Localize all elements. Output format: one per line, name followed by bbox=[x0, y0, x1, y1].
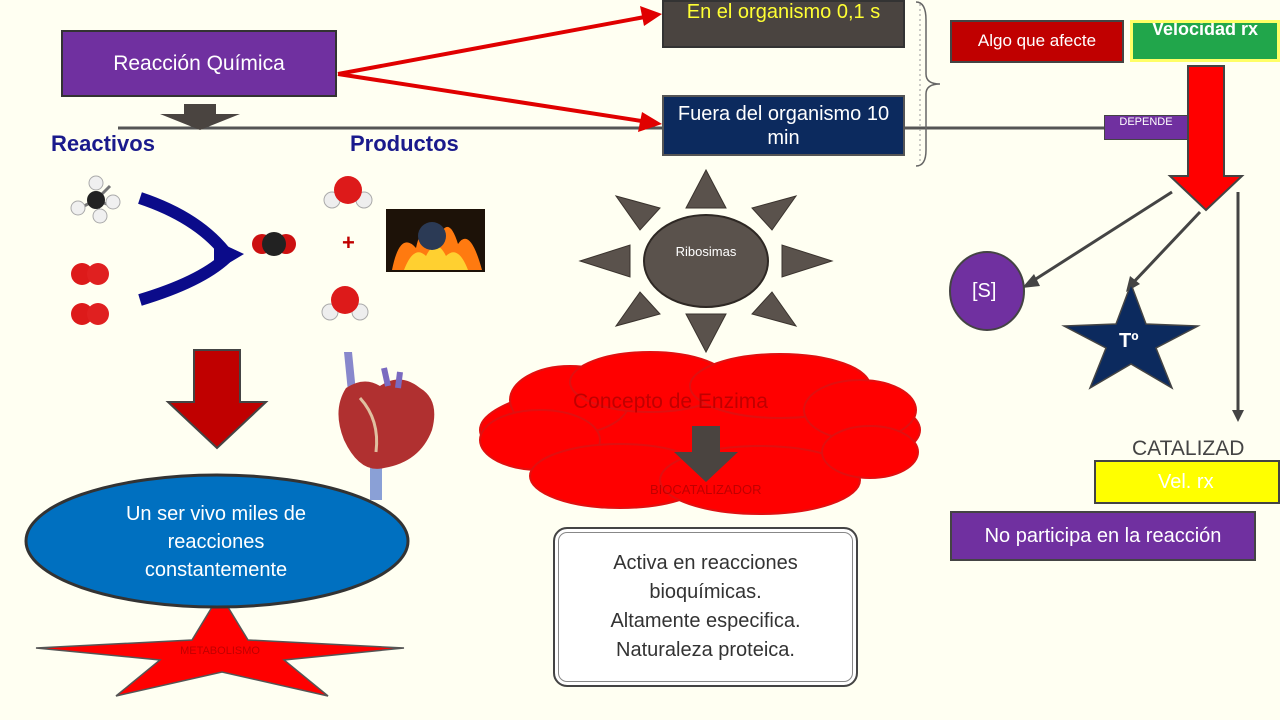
reactivos-label: Reactivos bbox=[51, 131, 155, 156]
propiedad-item: Activa en reacciones bioquímicas. bbox=[613, 552, 798, 603]
arrow-to-fuera bbox=[337, 72, 649, 124]
down-arrow-enzima bbox=[674, 426, 738, 482]
algo-afecte-label: Algo que afecte bbox=[977, 31, 1097, 51]
no-participa-box: No participa en la reacción bbox=[950, 511, 1256, 561]
sustrato-label: [S] bbox=[972, 280, 997, 302]
organismo-dentro-label: En el organismo 0,1 s bbox=[686, 1, 881, 23]
depende-label: DEPENDE bbox=[1119, 116, 1173, 128]
arrow-to-temperatura bbox=[1128, 210, 1202, 288]
algo-afecte-box: Algo que afecte bbox=[950, 20, 1124, 63]
metabolismo-label: METABOLISMO bbox=[180, 645, 260, 657]
propiedades-box: Activa en reacciones bioquímicas. Altame… bbox=[553, 527, 858, 687]
circle-sustrato bbox=[949, 251, 1025, 331]
reaction-arrow-bottom bbox=[138, 253, 231, 306]
vel-rx-label: Vel. rx bbox=[1158, 471, 1214, 493]
methane-icon bbox=[70, 175, 121, 224]
ellipse-ser-vivo bbox=[24, 473, 410, 609]
sun-shape bbox=[578, 168, 834, 354]
ribosimas-label: Ribosimas bbox=[675, 244, 737, 259]
vel-rx-box: Vel. rx bbox=[1094, 460, 1280, 504]
big-down-arrow-left bbox=[165, 349, 269, 450]
co2-molecule-icon bbox=[252, 232, 296, 256]
arrow-to-organismo bbox=[337, 14, 651, 76]
star-metabolismo bbox=[35, 592, 405, 697]
reaccion-quimica-box: Reacción Química bbox=[61, 30, 337, 97]
reaccion-quimica-label: Reacción Química bbox=[113, 51, 285, 75]
productos-label: Productos bbox=[350, 131, 459, 156]
reaction-arrowhead bbox=[214, 240, 244, 272]
heart-image bbox=[338, 352, 435, 500]
organismo-dentro-box: En el organismo 0,1 s bbox=[662, 0, 905, 48]
water-molecule-icon bbox=[323, 176, 373, 209]
fire-image bbox=[386, 209, 485, 272]
big-down-arrow-right bbox=[1167, 65, 1245, 212]
organismo-fuera-label: Fuera del organismo 10 min bbox=[677, 102, 890, 149]
water-molecule-icon bbox=[321, 286, 369, 321]
depende-box: DEPENDE bbox=[1104, 115, 1188, 140]
biocatalizador-label: BIOCATALIZADOR bbox=[650, 482, 762, 497]
propiedad-item: Naturaleza proteica. bbox=[616, 639, 795, 661]
propiedad-item: Altamente especifica. bbox=[610, 610, 801, 632]
arrowhead-organismo bbox=[640, 6, 662, 26]
arrow-to-sustrato bbox=[1027, 190, 1173, 286]
arrowhead-fuera bbox=[638, 112, 662, 132]
oxygen-molecule-icon bbox=[71, 263, 109, 285]
plus-sign: + bbox=[342, 230, 355, 255]
down-arrow-reaccion bbox=[160, 104, 240, 130]
oxygen-molecule-icon bbox=[71, 303, 109, 325]
no-participa-label: No participa en la reacción bbox=[984, 525, 1222, 547]
brace bbox=[915, 1, 941, 167]
star-temperatura bbox=[1061, 281, 1201, 390]
velocidad-box: Velocidad rx bbox=[1130, 20, 1280, 62]
temperatura-label: Tº bbox=[1119, 330, 1139, 352]
organismo-fuera-box: Fuera del organismo 10 min bbox=[662, 95, 905, 156]
velocidad-label: Velocidad rx bbox=[1151, 20, 1259, 39]
ser-vivo-label: Un ser vivo miles de reacciones constant… bbox=[125, 503, 307, 581]
catalizad-label: CATALIZAD bbox=[1132, 437, 1245, 460]
concepto-enzima-label: Concepto de Enzima bbox=[573, 390, 768, 413]
